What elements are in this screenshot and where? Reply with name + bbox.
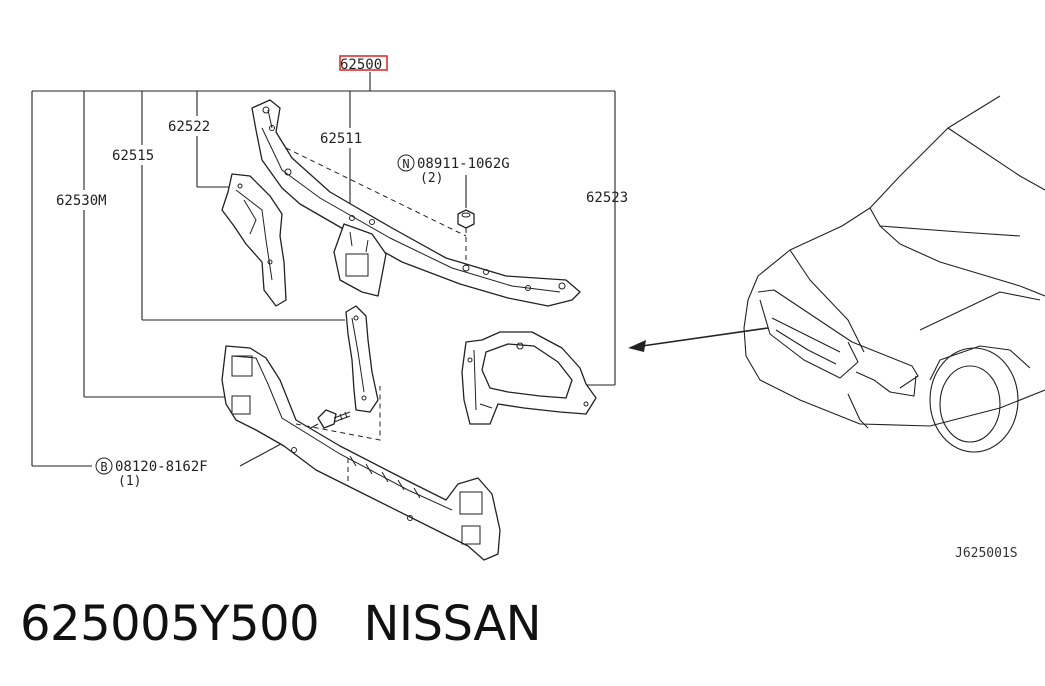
label-62515: 62515 bbox=[112, 148, 154, 164]
label-62530m: 62530M bbox=[56, 193, 107, 209]
caption-part-number: 625005Y500 bbox=[20, 596, 320, 652]
label-62511: 62511 bbox=[320, 131, 362, 147]
label-nut-qty: (2) bbox=[420, 171, 443, 186]
center-bracket-part bbox=[345, 305, 379, 413]
diagram-reference: J625001S bbox=[955, 546, 1018, 561]
upper-bracket-part bbox=[221, 173, 287, 307]
bolt-part bbox=[317, 409, 351, 429]
nut-symbol-circle bbox=[397, 154, 415, 172]
leader-lines bbox=[31, 72, 616, 467]
label-nut-code: 08911-1062G bbox=[417, 156, 510, 172]
lower-core-support-part bbox=[221, 345, 501, 561]
upper-core-support-part bbox=[251, 99, 581, 307]
label-62523: 62523 bbox=[586, 190, 628, 206]
highlight-box bbox=[339, 55, 388, 71]
label-62522: 62522 bbox=[168, 119, 210, 135]
part-labels: 62500 62511 62522 62515 62530M 62523 N 0… bbox=[56, 57, 1018, 561]
car-illustration bbox=[743, 95, 1045, 453]
nut-symbol-letter: N bbox=[402, 157, 409, 171]
pointer-arrow bbox=[628, 327, 769, 352]
bolt-symbol-circle bbox=[95, 457, 113, 475]
label-62500: 62500 bbox=[340, 57, 382, 73]
label-bolt-code: 08120-8162F bbox=[115, 459, 208, 475]
side-support-part bbox=[461, 331, 597, 425]
caption-brand: NISSAN bbox=[363, 596, 542, 652]
label-bolt-qty: (1) bbox=[118, 474, 141, 489]
part-caption: 625005Y500 NISSAN bbox=[20, 596, 542, 652]
nut-part bbox=[457, 209, 475, 266]
bolt-symbol-letter: B bbox=[100, 460, 107, 474]
